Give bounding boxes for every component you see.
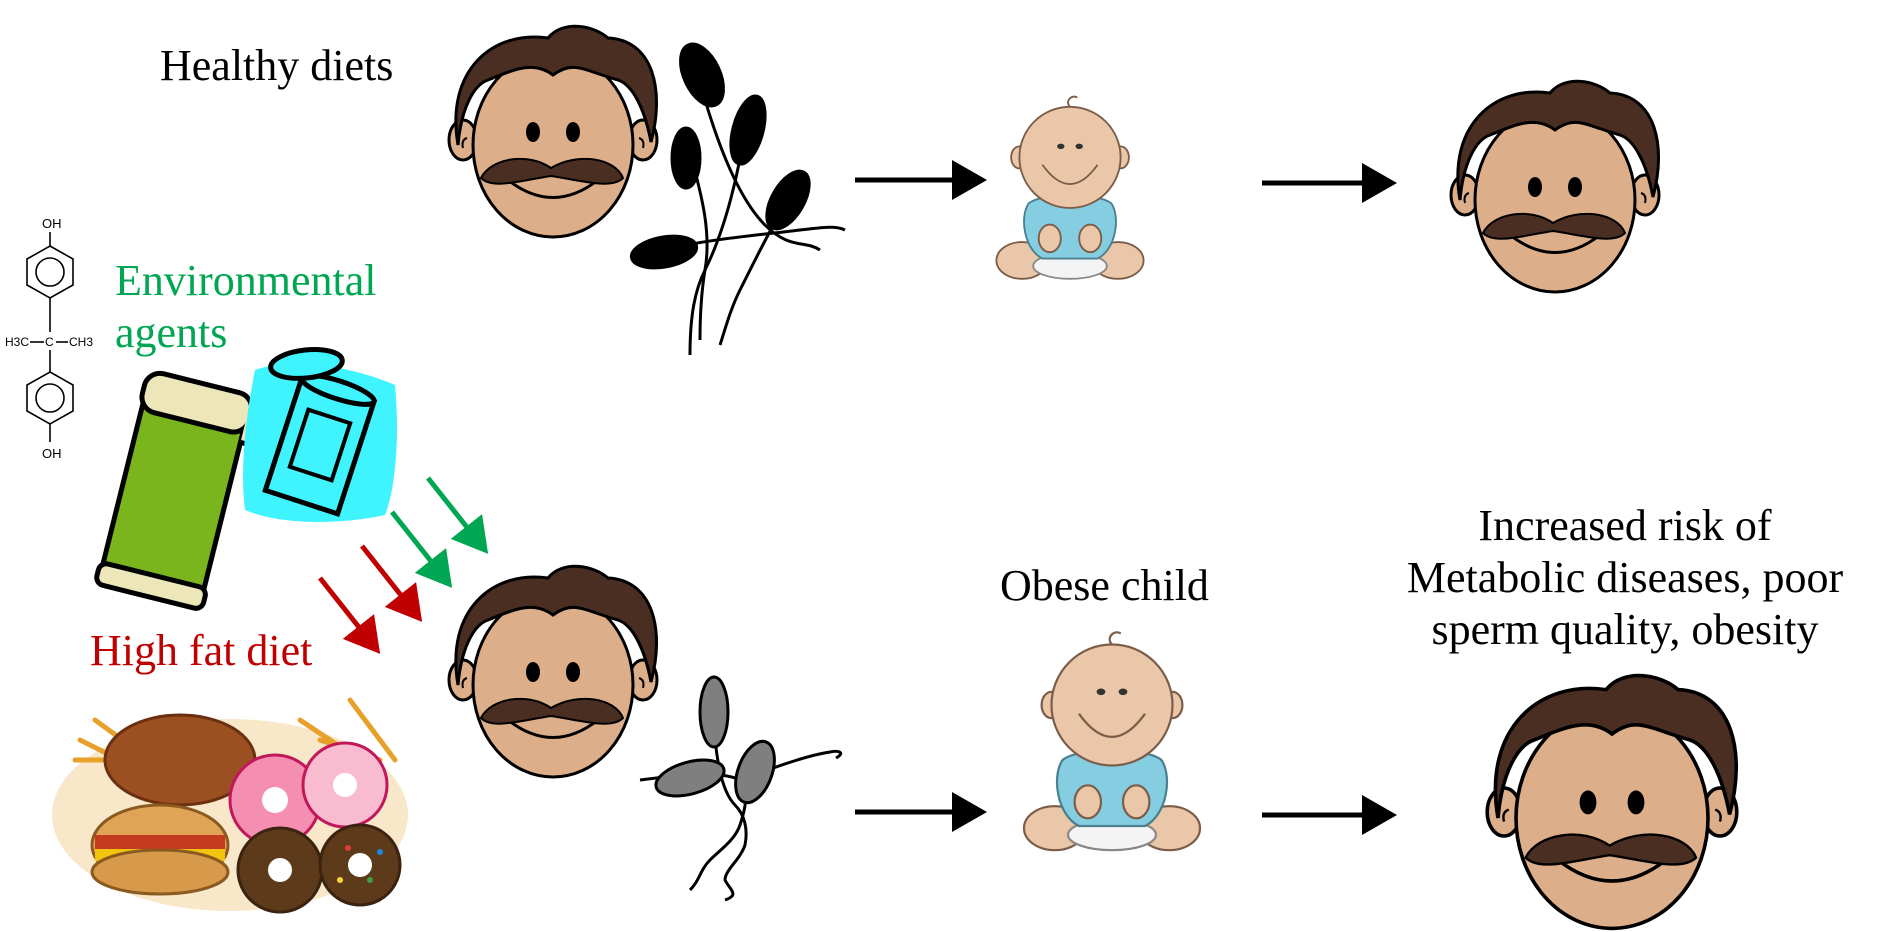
sperm-icon — [640, 677, 841, 900]
oh-bottom-label: OH — [42, 446, 62, 461]
father-face-icon — [1487, 676, 1737, 929]
baby-icon — [1024, 632, 1200, 850]
environmental-arrows — [392, 478, 485, 584]
c-label: C — [45, 335, 54, 349]
father-face-icon — [1451, 81, 1659, 292]
sperm-icon — [629, 37, 845, 355]
father-face-icon — [449, 566, 657, 777]
oh-top-label: OH — [42, 216, 62, 231]
high-fat-arrows — [320, 546, 419, 650]
father-face-icon — [449, 26, 657, 237]
green-arrow-icon — [428, 478, 485, 550]
bisphenol-molecule-icon: OH H3C C CH3 OH — [5, 216, 93, 461]
baby-icon — [996, 97, 1143, 279]
junk-food-icon — [52, 700, 408, 912]
tin-can-icon — [229, 326, 397, 522]
h3c-label: H3C — [5, 335, 29, 349]
green-arrow-icon — [392, 512, 449, 584]
ch3-label: CH3 — [69, 335, 93, 349]
red-arrow-icon — [362, 546, 419, 618]
red-arrow-icon — [320, 578, 377, 650]
